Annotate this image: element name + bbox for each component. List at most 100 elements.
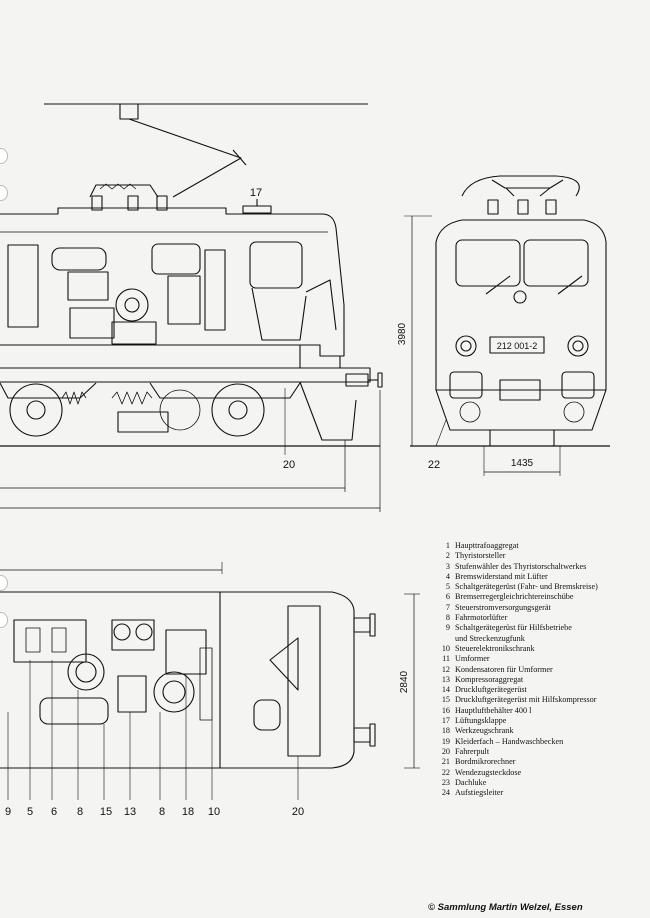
buffer [353, 617, 371, 633]
driver-seat [251, 287, 307, 341]
underframe [0, 367, 371, 383]
gauge-dimension: 1435 [511, 458, 534, 469]
legend-text: Steuerelektronikschrank [455, 643, 535, 653]
callout-leader [435, 419, 447, 447]
callout-17: 17 [250, 187, 262, 199]
pantograph-head [119, 103, 139, 120]
switchgear-frame [13, 619, 87, 663]
legend-item: 10 Steuerelektronikschrank [438, 644, 648, 654]
suspension-spring [111, 391, 153, 405]
driver-seat [269, 637, 299, 691]
legend-number: 13 [441, 674, 450, 684]
wiper [485, 275, 511, 295]
roof-hatch [242, 205, 272, 214]
legend-text: Wendezugsteckdose [455, 767, 522, 777]
legend-number: 23 [441, 777, 450, 787]
legend-text: Werkzeugschrank [455, 726, 514, 736]
electronics-cabinet [204, 249, 226, 331]
legend-number: 14 [441, 685, 450, 695]
main-air-reservoir [39, 697, 109, 725]
body-outline [0, 207, 345, 357]
number-plate-text: 212 001-2 [497, 341, 538, 351]
legend-number: 8 [445, 613, 450, 623]
bogie [0, 382, 97, 437]
buffer [353, 727, 371, 743]
front-view [404, 175, 610, 476]
driver-desk [287, 605, 321, 757]
legend-number: 18 [441, 726, 450, 736]
plan-view [0, 562, 420, 800]
side-view [0, 103, 383, 512]
legend-text: Dachluke [455, 777, 487, 787]
top-headlight [513, 290, 527, 304]
roof-insulator [545, 199, 557, 215]
legend-number: 10 [441, 643, 450, 653]
legend-text: Kondensatoren für Umformer [455, 664, 553, 674]
legend-item: 8 Fahrmotorlüfter [438, 613, 648, 623]
cab-window [249, 241, 303, 289]
legend-text: Bordmikrorechner [455, 757, 516, 767]
copyright-notice: © Sammlung Martin Welzel, Essen [428, 902, 583, 913]
legend-number: 21 [441, 757, 450, 767]
plan-callout-number: 6 [51, 806, 57, 818]
legend-number: 22 [441, 767, 450, 777]
legend-number: 16 [441, 705, 450, 715]
legend-text: Fahrmotorlüfter [455, 613, 508, 623]
buffer [345, 373, 369, 387]
legend-item: 18 Werkzeugschrank [438, 726, 648, 736]
legend-text: Druckluftgerätegerüst [455, 685, 527, 695]
legend-item: 22 Wendezugsteckdose [438, 768, 648, 778]
legend-text: Stufenwähler des Thyristorschaltwerkes [455, 561, 587, 571]
electronics-cabinet [199, 647, 213, 721]
legend-number: 12 [441, 664, 450, 674]
roof-insulator [91, 195, 103, 211]
legend-text: Bremserregergleichrichtereinschübe [455, 592, 574, 602]
front-window-left [455, 239, 521, 287]
plan-callout-number: 9 [5, 806, 11, 818]
roof-insulator [487, 199, 499, 215]
legend-item: 21 Bordmikrorechner [438, 757, 648, 767]
traction-motor-blower [167, 275, 201, 325]
plan-outline [0, 591, 355, 769]
roof-insulator [517, 199, 529, 215]
switchgear-frame [67, 271, 109, 301]
roof-insulator [127, 195, 139, 211]
compressor-base [111, 321, 157, 345]
legend-number: 11 [442, 654, 450, 664]
callout-22: 22 [428, 459, 440, 471]
front-body [435, 219, 607, 391]
legend-number: 4 [445, 571, 450, 581]
equipment-cabinet [7, 244, 39, 328]
legend-number: 1 [445, 541, 450, 550]
driver-desk [305, 279, 337, 331]
wiper [557, 275, 583, 295]
compressor-unit [115, 288, 149, 322]
legend-number: 17 [441, 716, 450, 726]
headlight [567, 335, 589, 357]
plan-callout-number: 8 [77, 806, 83, 818]
auxiliary-compressor [117, 675, 147, 713]
legend-item: 11 Umformer [438, 654, 648, 664]
legend-text: Umformer [455, 654, 490, 664]
front-pilot [299, 381, 357, 441]
roof-insulator [156, 195, 168, 211]
number-plate [489, 336, 545, 354]
legend-text: Kleiderfach – Handwaschbecken [455, 736, 564, 746]
legend-text: Thyristorsteller [455, 551, 506, 561]
legend-number: 9 [445, 623, 450, 633]
legend-number: 3 [445, 561, 450, 571]
